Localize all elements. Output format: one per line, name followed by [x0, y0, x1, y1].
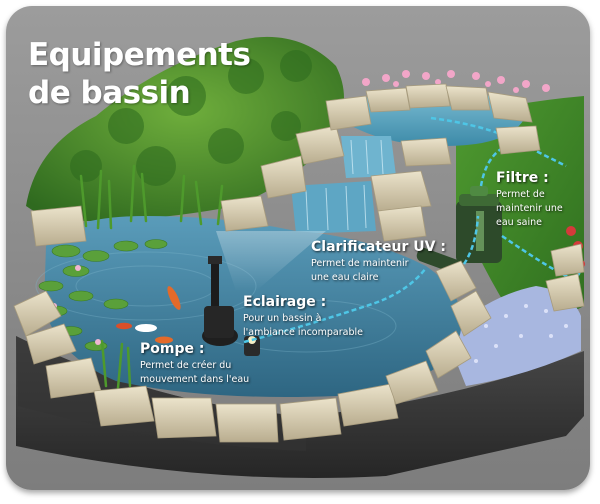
callout-pompe-desc: Permet de créer du mouvement dans l'eau: [140, 359, 249, 387]
callout-filtre-desc: Permet de maintenir une eau saine: [496, 188, 563, 230]
callout-clarificateur-title: Clarificateur UV :: [311, 239, 446, 255]
callout-eclairage: Eclairage : Pour un bassin à l'ambiance …: [243, 294, 363, 340]
callout-filtre: Filtre : Permet de maintenir une eau sai…: [496, 170, 563, 230]
waterfall-upper: [341, 136, 396, 178]
title-line-2: de bassin: [28, 75, 191, 111]
reeds: [79, 164, 224, 390]
callout-clarificateur-desc: Permet de maintenir une eau claire: [311, 257, 446, 285]
callout-pompe-desc-line: Permet de créer du: [140, 360, 232, 371]
callout-eclairage-desc: Pour un bassin à l'ambiance incomparable: [243, 312, 363, 340]
main-pond: [44, 216, 462, 397]
pump-device: [202, 256, 238, 346]
callout-filtre-desc-line: Permet de: [496, 189, 545, 200]
lily-pads: [38, 239, 168, 351]
callout-clarificateur: Clarificateur UV : Permet de maintenir u…: [311, 239, 446, 285]
callout-pompe-desc-line: mouvement dans l'eau: [140, 374, 250, 385]
pond-illustration: [13, 36, 585, 478]
illustration-frame: Equipements de bassin Filtre : Permet de…: [6, 6, 590, 490]
waterfall-lower: [291, 181, 376, 234]
callout-eclairage-title: Eclairage :: [243, 294, 327, 310]
callout-pompe: Pompe : Permet de créer du mouvement dan…: [140, 341, 249, 387]
koi-fish: [116, 286, 181, 344]
filter-device: [456, 186, 502, 263]
callout-clarificateur-desc-line: Permet de maintenir: [311, 258, 409, 269]
callout-pompe-title: Pompe :: [140, 341, 205, 357]
callout-filtre-desc-line: eau saine: [496, 217, 542, 228]
callout-eclairage-desc-line: l'ambiance incomparable: [243, 327, 363, 338]
flower-bed-top: [362, 70, 550, 93]
light-beam: [216, 231, 326, 291]
callout-eclairage-desc-line: Pour un bassin à: [243, 313, 322, 324]
title-line-1: Equipements: [28, 37, 251, 73]
page-title: Equipements de bassin: [28, 36, 251, 112]
callout-filtre-desc-line: maintenir une: [496, 203, 563, 214]
rim-stones: [13, 83, 585, 443]
callout-clarificateur-desc-line: une eau claire: [311, 272, 379, 283]
callout-filtre-title: Filtre :: [496, 170, 549, 186]
soil-block: [16, 336, 584, 478]
